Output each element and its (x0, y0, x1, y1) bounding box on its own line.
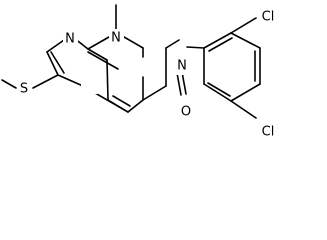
bond (165, 39, 180, 49)
atom-o-carbonyl: O (179, 103, 194, 121)
atom-label: O (181, 105, 191, 120)
bond (203, 83, 232, 102)
bond (46, 39, 65, 53)
atom-s-thio: S (17, 80, 32, 98)
atom-labels: N N N S O Cl Cl N (17, 8, 278, 141)
atom-label: N (65, 32, 75, 47)
atom-label: Cl (262, 125, 275, 140)
atom-label: Cl (262, 10, 275, 25)
atom-label: N (177, 59, 187, 74)
bonds (1, 4, 261, 119)
atom-n-pyrimidine-top: N (63, 30, 78, 48)
atom-n-methyl: N (109, 29, 124, 46)
bond (176, 72, 182, 96)
bond (87, 48, 108, 61)
atom-cl-top: Cl (258, 8, 278, 26)
bond (123, 36, 144, 49)
bond (181, 71, 187, 95)
bond (203, 32, 232, 49)
bond (208, 37, 233, 52)
atom-n1 (81, 76, 96, 94)
bond (50, 51, 65, 74)
bond (112, 95, 131, 107)
atom-cl-bottom: Cl (258, 123, 278, 141)
bond (230, 17, 257, 34)
bond (32, 74, 59, 89)
bond (57, 74, 84, 87)
bond (87, 36, 110, 50)
atom-label: S (20, 82, 28, 97)
bond (186, 46, 205, 49)
atom-n-aryl: N (175, 57, 190, 75)
bond (1, 79, 17, 89)
bond (46, 51, 59, 76)
bond (87, 51, 119, 70)
bond (230, 32, 261, 49)
bond (142, 85, 167, 101)
chemical-structure-diagram: N N N S O Cl Cl N (1, 4, 278, 141)
atom-label: N (111, 31, 121, 46)
bond (106, 59, 109, 101)
bond (230, 100, 257, 119)
bond (207, 82, 231, 97)
bond (127, 99, 144, 113)
bond (230, 83, 261, 102)
